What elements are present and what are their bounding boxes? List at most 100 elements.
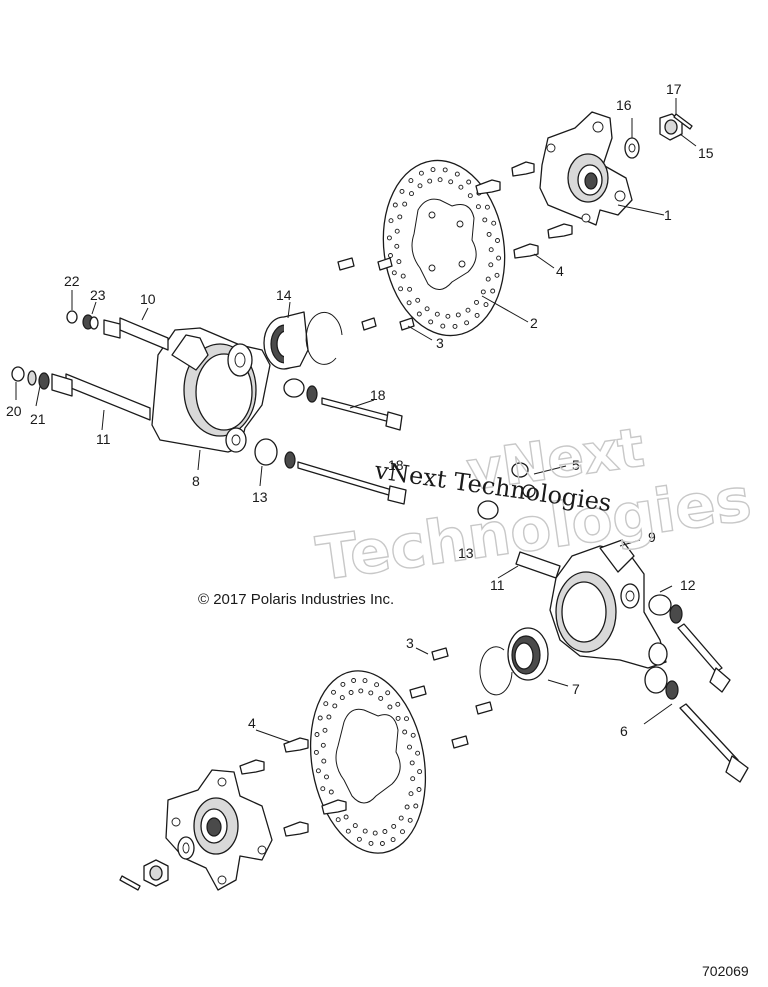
callout-13: 13 xyxy=(252,489,268,505)
bushing-right xyxy=(477,462,683,700)
disc-vent-hole xyxy=(317,715,323,721)
disc-vent-hole xyxy=(496,255,502,261)
disc-vent-hole xyxy=(402,729,408,735)
disc-vent-hole xyxy=(495,238,500,243)
disc-vent-hole xyxy=(424,306,430,312)
callout-4: 4 xyxy=(556,263,564,279)
callout-1: 1 xyxy=(664,207,672,223)
disc-vent-hole xyxy=(395,715,401,721)
disc-vent-hole xyxy=(404,804,410,810)
disc-vent-hole xyxy=(407,817,413,823)
disc-vent-hole xyxy=(400,273,406,279)
washer-lower xyxy=(177,836,195,860)
disc-vent-hole xyxy=(416,311,422,317)
disc-vent-hole xyxy=(474,299,479,305)
disc-vent-hole xyxy=(340,681,346,687)
disc-vent-hole xyxy=(442,167,448,173)
retaining-ring-lower xyxy=(479,646,513,696)
disc-vent-hole xyxy=(352,823,358,829)
callout-3-second: 3 xyxy=(406,635,414,651)
disc-vent-hole xyxy=(374,682,380,688)
disc-vent-hole xyxy=(362,828,368,834)
right-bearing-carrier xyxy=(549,539,668,669)
left-bearing-carrier xyxy=(151,327,271,453)
disc-screw-lower xyxy=(409,647,493,749)
disc-vent-hole xyxy=(428,319,434,325)
disc-vent-hole xyxy=(332,703,338,709)
disc-vent-hole xyxy=(398,286,404,292)
disc-vent-hole xyxy=(415,297,421,303)
disc-vent-hole xyxy=(394,228,400,234)
callout-7: 7 xyxy=(572,681,580,697)
disc-vent-hole xyxy=(313,749,319,755)
disc-vent-hole xyxy=(455,312,461,318)
disc-vent-hole xyxy=(378,695,384,701)
disc-vent-hole xyxy=(324,774,329,780)
disc-screw xyxy=(337,257,415,331)
callout-12: 12 xyxy=(680,577,696,593)
disc-vent-hole xyxy=(408,178,414,184)
disc-vent-hole xyxy=(454,171,460,177)
disc-vent-hole xyxy=(410,732,416,738)
callout-labels: 1 2 3 4 16 17 15 22 23 10 14 18 20 21 11… xyxy=(6,81,714,739)
disc-vent-hole xyxy=(491,220,497,226)
disc-vent-hole xyxy=(339,695,345,701)
callout-22: 22 xyxy=(64,273,80,289)
callout-14: 14 xyxy=(276,287,292,303)
disc-vent-hole xyxy=(406,300,412,306)
disc-vent-hole xyxy=(368,690,374,696)
disc-vent-hole xyxy=(398,815,404,821)
disc-vent-hole xyxy=(392,202,398,208)
disc-vent-hole xyxy=(390,837,396,843)
disc-vent-hole xyxy=(326,714,332,720)
disc-vent-hole xyxy=(440,323,446,329)
disc-vent-hole xyxy=(402,201,408,207)
disc-vent-hole xyxy=(343,814,349,820)
disc-vent-hole xyxy=(466,179,472,185)
callout-18: 18 xyxy=(370,387,386,403)
cotter-pin-lower xyxy=(119,875,141,891)
disc-vent-hole xyxy=(391,823,397,829)
disc-vent-hole xyxy=(335,817,341,823)
disc-vent-hole xyxy=(387,704,393,710)
disc-vent-hole xyxy=(379,841,385,846)
long-bolt-right xyxy=(677,623,749,783)
washer xyxy=(624,137,640,159)
disc-vent-hole xyxy=(467,193,473,199)
disc-vent-hole xyxy=(410,776,416,782)
disc-vent-hole xyxy=(391,270,397,276)
callout-11: 11 xyxy=(96,431,111,447)
disc-vent-hole xyxy=(427,178,433,184)
disc-vent-hole xyxy=(458,184,464,190)
callout-8: 8 xyxy=(192,473,200,489)
disc-vent-hole xyxy=(488,262,494,268)
castle-nut xyxy=(659,113,683,141)
wheel-stud-lower xyxy=(239,737,347,837)
disc-vent-hole xyxy=(322,727,328,733)
cotter-pin xyxy=(673,113,693,130)
disc-vent-hole xyxy=(430,167,436,173)
disc-vent-hole xyxy=(320,786,326,792)
callout-20: 20 xyxy=(6,403,22,419)
disc-vent-hole xyxy=(315,768,321,774)
callout-9: 9 xyxy=(648,529,656,545)
disc-vent-hole xyxy=(490,288,496,294)
disc-vent-hole xyxy=(464,320,470,326)
disc-vent-hole xyxy=(321,758,327,764)
retaining-ring xyxy=(305,311,343,365)
callout-6: 6 xyxy=(620,723,628,739)
disc-vent-hole xyxy=(407,744,412,750)
disc-vent-hole xyxy=(437,177,443,183)
disc-vent-hole xyxy=(404,716,409,722)
callout-16: 16 xyxy=(616,97,632,113)
long-bolt xyxy=(297,397,407,505)
upper-brake-disc xyxy=(382,159,506,337)
bushing xyxy=(51,319,305,466)
disc-vent-hole xyxy=(399,188,405,194)
disc-vent-hole xyxy=(396,259,402,265)
disc-vent-hole xyxy=(345,828,351,834)
callout-3: 3 xyxy=(436,335,444,351)
disc-vent-hole xyxy=(407,286,413,292)
disc-vent-hole xyxy=(485,276,491,282)
